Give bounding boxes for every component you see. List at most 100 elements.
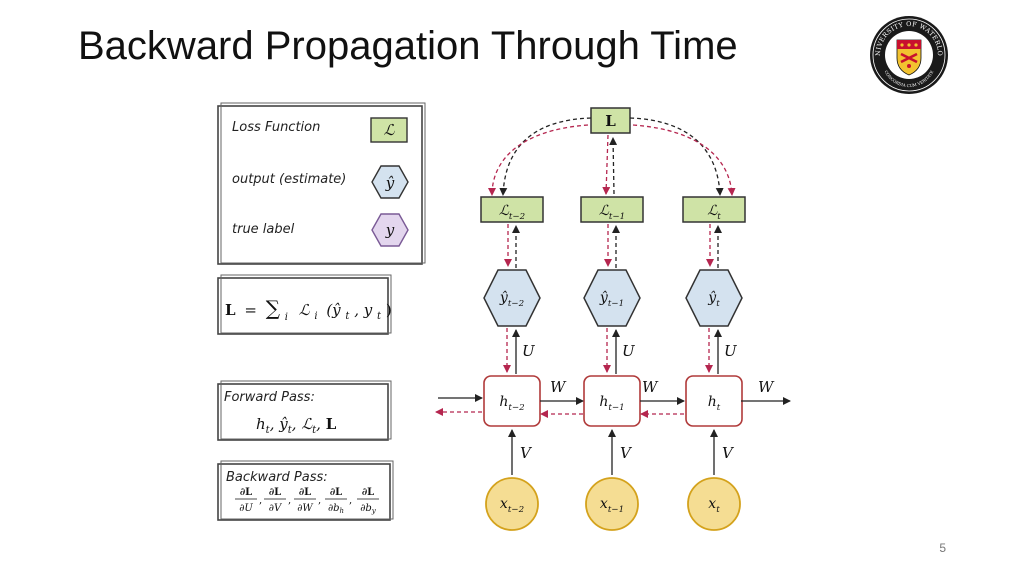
legend-loss-label: Loss Function [232, 120, 320, 135]
hidden-state-node [483, 375, 541, 427]
svg-text:L = ∑ i: L = ∑ i ℒ i (ŷ t , y t ) [225, 296, 392, 324]
output-label-main: ŷ [707, 289, 717, 306]
arc-loss-left-forward [499, 117, 592, 196]
w-label-1: W [550, 378, 567, 396]
step-loss-label-main: ℒ [599, 203, 610, 219]
svg-text:ht, ŷt, ℒt,: ht, ŷt, ℒt, L [256, 415, 337, 436]
hidden-label: ht−2 [499, 394, 525, 413]
rnn-graph: L ℒt−2ŷt−2Uht−2Vxt−2ℒt−1ŷt−1Uht−1Vxt−1ℒt… [435, 107, 791, 531]
partial-denominator: ∂V [269, 503, 283, 514]
eq-args: (ŷ [326, 301, 341, 319]
legend-output-symbol: ŷ [385, 174, 395, 192]
partial-denominator: ∂by [360, 503, 377, 515]
fraction-comma: , [259, 495, 262, 506]
eq-rhs: ℒ [299, 301, 311, 319]
v-weight-label: V [722, 444, 735, 462]
output-node [483, 269, 541, 327]
hidden-label-main: h [599, 394, 608, 410]
forward-h: h [256, 415, 266, 433]
input-node [687, 477, 741, 531]
step-loss-label: ℒt [707, 203, 721, 222]
step-loss-node [682, 196, 746, 223]
eq-args-sub: t [345, 311, 350, 322]
arc-loss-center-backward [602, 134, 611, 195]
forward-total-loss: L [326, 415, 337, 433]
hidden-label-sub: t [717, 403, 721, 413]
eq-args-sub2: t [377, 311, 382, 322]
partial-numerator: ∂L [299, 487, 311, 498]
forward-pass-title: Forward Pass: [224, 390, 315, 405]
legend-panel: Loss Function ℒ output (estimate) ŷ true… [217, 102, 426, 265]
backward-pass-title: Backward Pass: [226, 470, 328, 485]
partial-denominator-main: ∂b [360, 503, 372, 514]
partial-denominator-main: ∂U [239, 503, 253, 514]
eq-rhs-sub: i [314, 311, 317, 322]
total-loss-node [590, 107, 631, 134]
partial-denominator-sub: h [340, 507, 345, 515]
slide-number: 5 [939, 541, 946, 555]
university-logo: UNIVERSITY OF WATERLOO CONCORDIA CUM VER… [868, 14, 948, 94]
partial-denominator-main: ∂b [328, 503, 340, 514]
partial-numerator: ∂L [269, 487, 281, 498]
partial-denominator: ∂W [297, 503, 313, 514]
hidden-label: ht−1 [599, 394, 624, 413]
input-label-sub: t−2 [508, 505, 525, 515]
step-loss-node [480, 196, 544, 223]
output-label: ŷt [707, 289, 720, 309]
output-label-sub: t−2 [508, 299, 525, 309]
v-weight-label: V [520, 444, 533, 462]
legend-loss-symbol: ℒ [384, 121, 396, 139]
input-label-main: x [500, 496, 508, 512]
input-label-main: x [708, 496, 716, 512]
output-label-main: ŷ [599, 289, 609, 306]
output-label-sub: t [716, 299, 720, 309]
legend-output-label: output (estimate) [232, 172, 346, 187]
step-loss-label-sub: t−1 [609, 212, 625, 222]
forward-h-sub: t [266, 425, 271, 436]
output-node [685, 269, 743, 327]
loss-equation-panel: L = ∑ i ℒ i (ŷ t , y t ) [217, 274, 392, 335]
hidden-label-main: h [708, 394, 717, 410]
hidden-label-main: h [499, 394, 508, 410]
w-label-2: W [642, 378, 659, 396]
step-loss-node [580, 196, 644, 223]
partial-numerator: ∂L [330, 487, 342, 498]
partial-denominator-main: ∂V [269, 503, 283, 514]
input-label: xt−1 [600, 496, 624, 515]
output-label: ŷt−1 [599, 289, 624, 309]
forward-pass-panel: Forward Pass: ht, ŷt, ℒt, L [217, 380, 392, 441]
output-label-main: ŷ [499, 289, 509, 306]
partial-numerator: ∂L [362, 487, 374, 498]
input-label-sub: t [716, 505, 720, 515]
partial-numerator: ∂L [240, 487, 252, 498]
fraction-comma: , [318, 495, 321, 506]
eq-close: ) [386, 301, 392, 319]
input-label-main: x [600, 496, 608, 512]
u-weight-label: U [724, 342, 738, 360]
input-node [585, 477, 639, 531]
step-loss-label: ℒt−2 [499, 203, 526, 222]
w-label-3: W [758, 378, 775, 396]
output-label-sub: t−1 [608, 299, 624, 309]
forward-yhat-sub: t [288, 425, 293, 436]
input-label-sub: t−1 [608, 505, 624, 515]
input-label: xt [708, 496, 720, 515]
hidden-label: ht [708, 394, 721, 413]
u-weight-label: U [622, 342, 636, 360]
arc-loss-center-forward [609, 137, 618, 195]
total-loss-label: L [605, 112, 616, 130]
partial-denominator: ∂U [239, 503, 253, 514]
step-loss-label-main: ℒ [707, 203, 718, 219]
forward-loss: ℒ [301, 415, 313, 433]
forward-loss-sub: t [312, 425, 317, 436]
step-loss-label-sub: t−2 [509, 212, 526, 222]
forward-yhat: ŷ [278, 415, 288, 433]
hidden-label-sub: t−1 [608, 403, 624, 413]
u-weight-label: U [522, 342, 536, 360]
eq-sum: ∑ [266, 296, 281, 320]
input-label: xt−2 [500, 496, 525, 515]
hidden-state-node [583, 375, 641, 427]
legend-true-symbol: y [385, 221, 395, 239]
step-loss-label-main: ℒ [499, 203, 510, 219]
